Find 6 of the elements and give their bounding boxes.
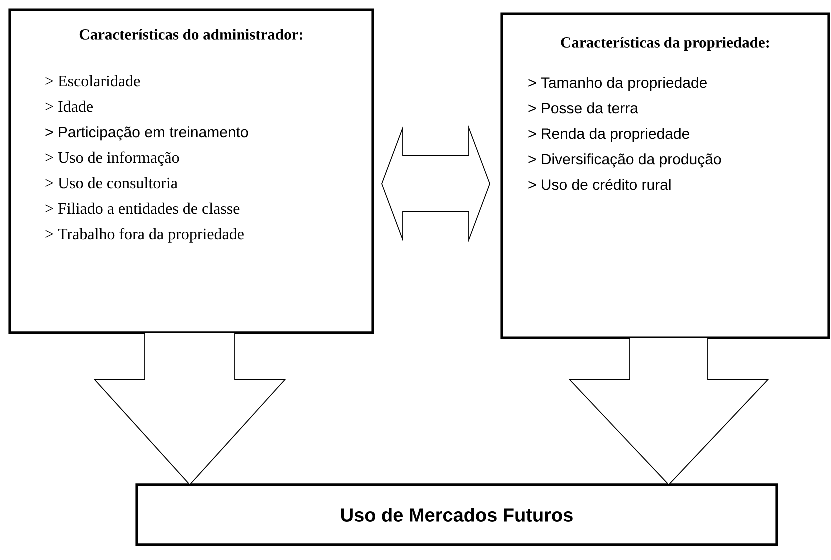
text-box: Características da propriedade: > Tamanho da propriedade > Posse da terra > Renda da propriedade > Diversificação da produção > Uso de crédito rural	[500, 12, 830, 340]
block-arrow	[94, 332, 286, 486]
double-block-arrow	[382, 126, 490, 242]
block-arrow	[568, 338, 770, 486]
text-box: Características do administrador: > Escolaridade > Idade > Participação em treinamento > Uso de informação > Uso de consultoria > Filiado a entidades de classe > Trabalho fora da propriedade	[8, 8, 374, 334]
text-box: Uso de Mercados Futuros	[136, 484, 778, 546]
